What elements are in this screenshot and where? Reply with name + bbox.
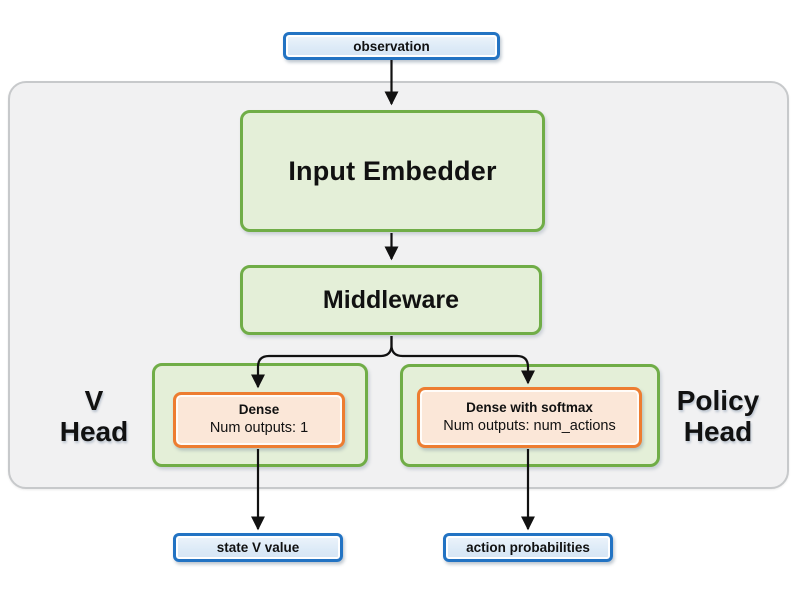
node-v-dense: Dense Num outputs: 1 <box>173 392 345 448</box>
node-policy-dense-title: Dense with softmax <box>466 399 593 415</box>
node-input-embedder-label: Input Embedder <box>288 155 497 186</box>
policy-head-section-label: Policy Head <box>658 385 778 448</box>
v-head-section-label: V Head <box>34 385 154 448</box>
node-policy-dense: Dense with softmax Num outputs: num_acti… <box>417 387 642 448</box>
node-state-v-value: state V value <box>173 533 343 562</box>
node-v-dense-title: Dense <box>238 402 280 418</box>
v-head-label-line1: V <box>84 385 104 416</box>
node-observation: observation <box>283 32 500 60</box>
v-head-label-line2: Head <box>59 416 129 448</box>
node-input-embedder: Input Embedder <box>240 110 545 232</box>
node-middleware-label: Middleware <box>322 285 460 314</box>
node-policy-dense-subtitle: Num outputs: num_actions <box>443 417 616 434</box>
node-v-dense-subtitle: Num outputs: 1 <box>209 420 309 437</box>
node-action-probabilities: action probabilities <box>443 533 613 562</box>
node-action-probabilities-label: action probabilities <box>466 540 590 555</box>
policy-head-label-line2: Head <box>683 416 753 448</box>
node-middleware: Middleware <box>240 265 542 335</box>
node-state-v-value-label: state V value <box>216 540 300 555</box>
node-observation-label: observation <box>353 38 430 54</box>
policy-head-label-line1: Policy <box>676 385 760 416</box>
